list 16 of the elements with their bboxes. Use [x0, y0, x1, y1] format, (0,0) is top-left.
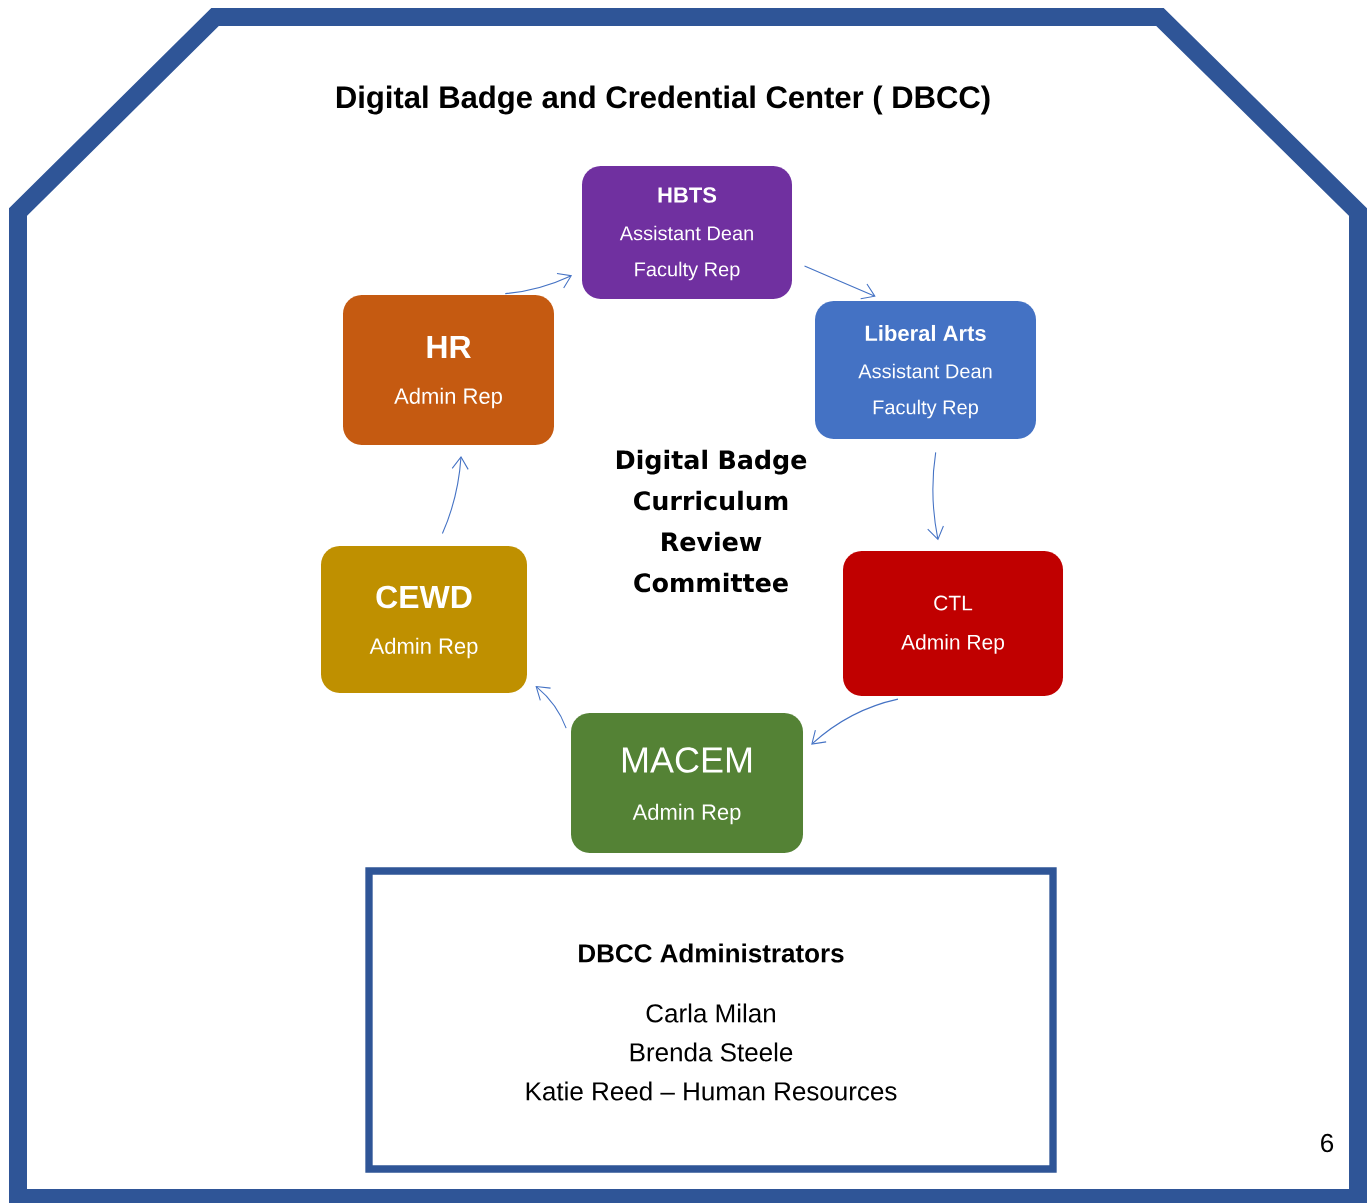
- page-number: 6: [1321, 1133, 1334, 1153]
- arrow: [811, 698, 899, 745]
- arrow: [535, 685, 567, 729]
- arrow: [804, 265, 876, 300]
- group-box: CEWD Admin Rep: [321, 546, 527, 693]
- group-box: CTL Admin Rep: [843, 551, 1063, 696]
- arrow: [441, 455, 469, 535]
- title: Digital Badge and Credential Center ( DBCC): [336, 85, 990, 115]
- arrow: [504, 273, 573, 295]
- arrow: [927, 451, 944, 541]
- administrators-box: DBCC Administrators Carla Milan Brenda Steele Katie Reed – Human Resources: [365, 867, 1057, 1173]
- group-box: Liberal Arts Assistant Dean Faculty Rep: [815, 301, 1036, 439]
- group-box: MACEM Admin Rep: [571, 713, 803, 853]
- group-box: HR Admin Rep: [343, 295, 554, 445]
- committee-label: Digital Badge Curriculum Review Committee: [616, 449, 807, 593]
- group-box: HBTS Assistant Dean Faculty Rep: [582, 166, 792, 299]
